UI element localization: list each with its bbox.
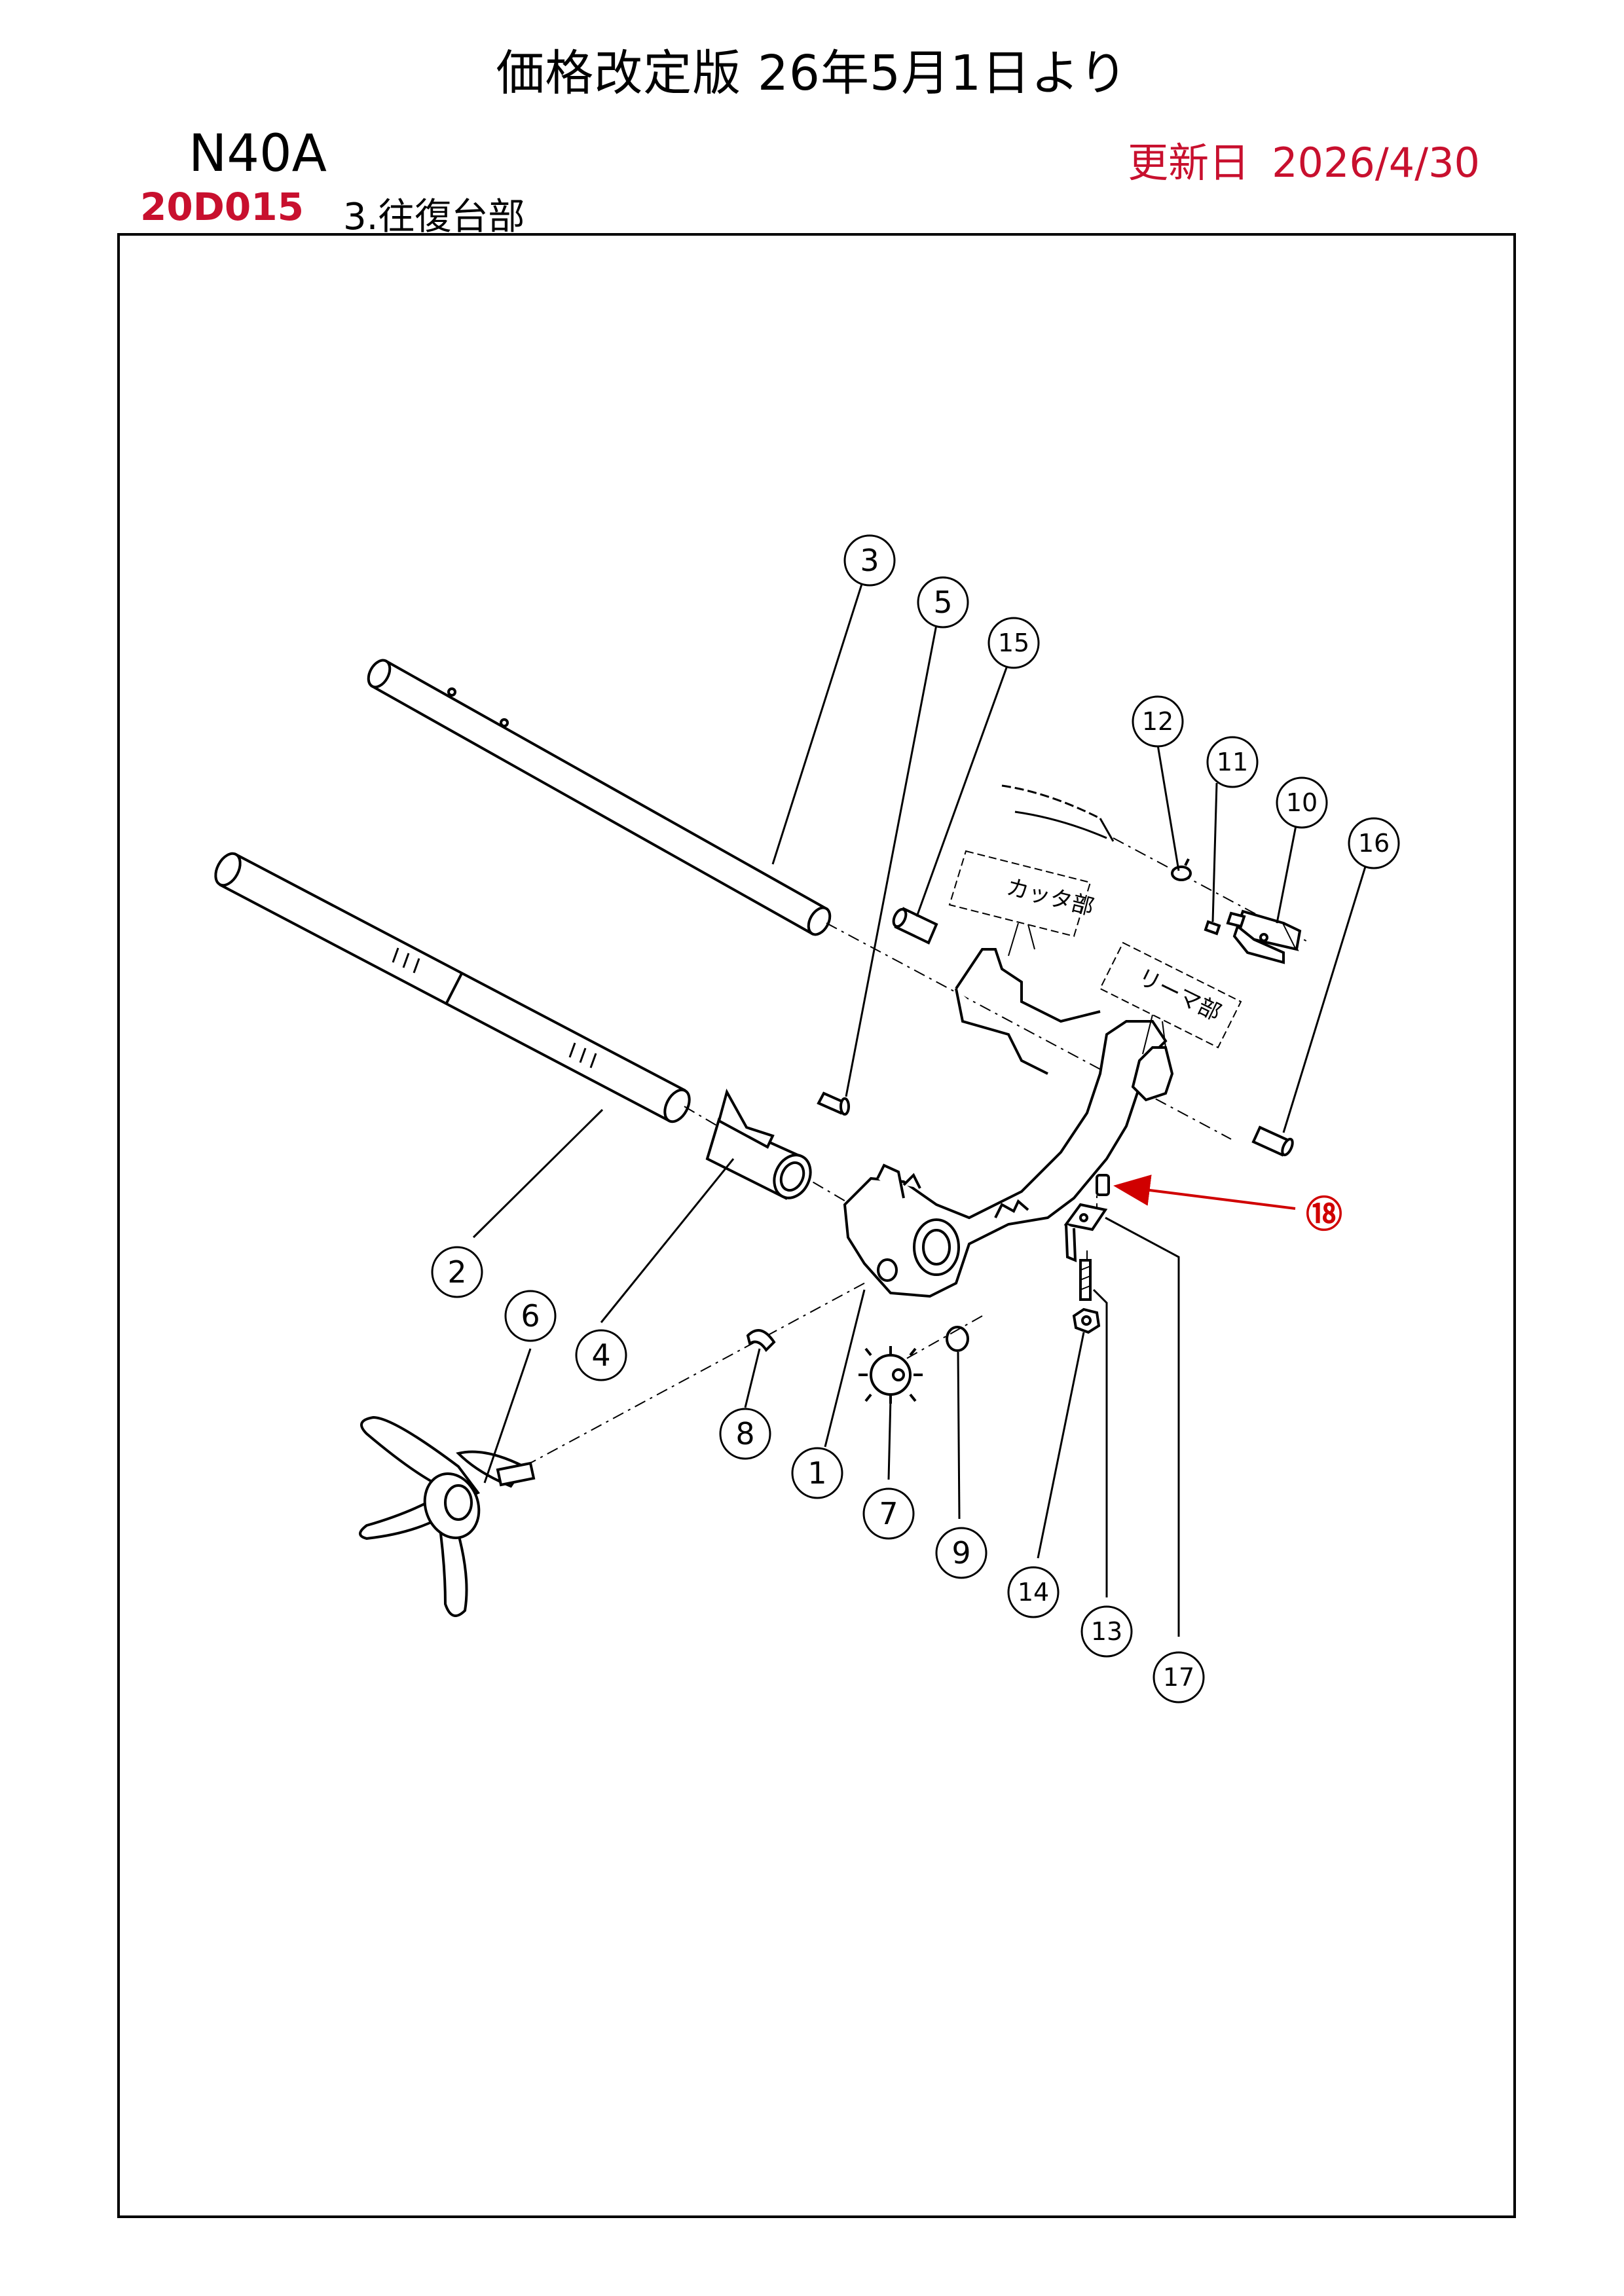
callout-13: 13 <box>1080 1605 1133 1658</box>
part-13-screw <box>1079 1259 1092 1301</box>
callout-leaders <box>472 579 1369 1637</box>
svg-text:17: 17 <box>1163 1663 1194 1692</box>
svg-text:7: 7 <box>879 1496 898 1531</box>
callout-14: 14 <box>1007 1566 1060 1618</box>
callout-1: 1 <box>791 1447 843 1499</box>
part-5-screw <box>817 1091 850 1116</box>
svg-text:14: 14 <box>1018 1578 1049 1607</box>
part-2-lower-rod <box>214 852 691 1123</box>
svg-text:12: 12 <box>1142 707 1173 736</box>
callout-8: 8 <box>719 1408 771 1460</box>
updated-date: 2026/4/30 <box>1272 139 1480 187</box>
svg-text:16: 16 <box>1358 829 1390 858</box>
part-6-star-knob <box>359 1415 536 1617</box>
part-1-carriage <box>843 948 1174 1298</box>
part-code: 20D015 <box>140 185 304 229</box>
svg-text:10: 10 <box>1286 788 1318 817</box>
svg-text:5: 5 <box>933 585 952 620</box>
callout-9: 9 <box>935 1527 987 1579</box>
part-8-washer <box>746 1329 776 1353</box>
callout-10: 10 <box>1276 776 1328 829</box>
svg-text:3: 3 <box>860 543 879 578</box>
part-7-gear <box>858 1346 923 1404</box>
callout-3: 3 <box>843 534 896 587</box>
svg-text:6: 6 <box>521 1298 540 1334</box>
svg-text:15: 15 <box>998 629 1029 657</box>
svg-text:13: 13 <box>1091 1617 1122 1646</box>
diagram-frame <box>117 233 1516 2218</box>
part-4-bushing <box>705 1088 812 1200</box>
highlight-callout-18: ⑱ <box>1113 1175 1342 1237</box>
part-3-upper-rod <box>367 659 832 936</box>
callout-7: 7 <box>862 1487 915 1540</box>
callout-17: 17 <box>1153 1651 1205 1704</box>
svg-text:2: 2 <box>447 1254 466 1290</box>
svg-text:4: 4 <box>591 1338 610 1373</box>
updated-info: 更新日 2026/4/30 <box>1128 130 1480 189</box>
page-title: 価格改定版 26年5月1日より <box>496 45 1128 101</box>
updated-label: 更新日 <box>1128 139 1250 187</box>
callout-4: 4 <box>575 1329 627 1381</box>
callout-2: 2 <box>431 1246 483 1298</box>
model-number: N40A <box>189 124 327 183</box>
svg-text:1: 1 <box>807 1455 826 1491</box>
part-12-hose-clip <box>1001 784 1192 881</box>
part-10-block <box>1226 909 1302 964</box>
callout-11: 11 <box>1206 736 1259 788</box>
svg-text:8: 8 <box>735 1416 754 1451</box>
part-15-pin <box>892 907 938 945</box>
part-17-bracket <box>1063 1203 1108 1263</box>
svg-text:9: 9 <box>951 1535 970 1571</box>
callout-15: 15 <box>987 617 1040 669</box>
callout-12: 12 <box>1132 695 1184 748</box>
label-box-cutter: カッタ部 <box>948 850 1096 957</box>
callout-16: 16 <box>1348 817 1400 869</box>
highlight-number: ⑱ <box>1306 1194 1342 1237</box>
part-14-nut <box>1072 1307 1101 1334</box>
section-title: 3.往復台部 <box>343 196 525 238</box>
svg-text:11: 11 <box>1217 748 1248 776</box>
callout-5: 5 <box>917 576 969 629</box>
callout-6: 6 <box>504 1290 557 1342</box>
part-11-small-pin <box>1204 920 1221 936</box>
part-18-small-pin <box>1096 1174 1110 1196</box>
part-16-pin <box>1251 1125 1294 1157</box>
part-9-snap-ring <box>946 1326 969 1352</box>
